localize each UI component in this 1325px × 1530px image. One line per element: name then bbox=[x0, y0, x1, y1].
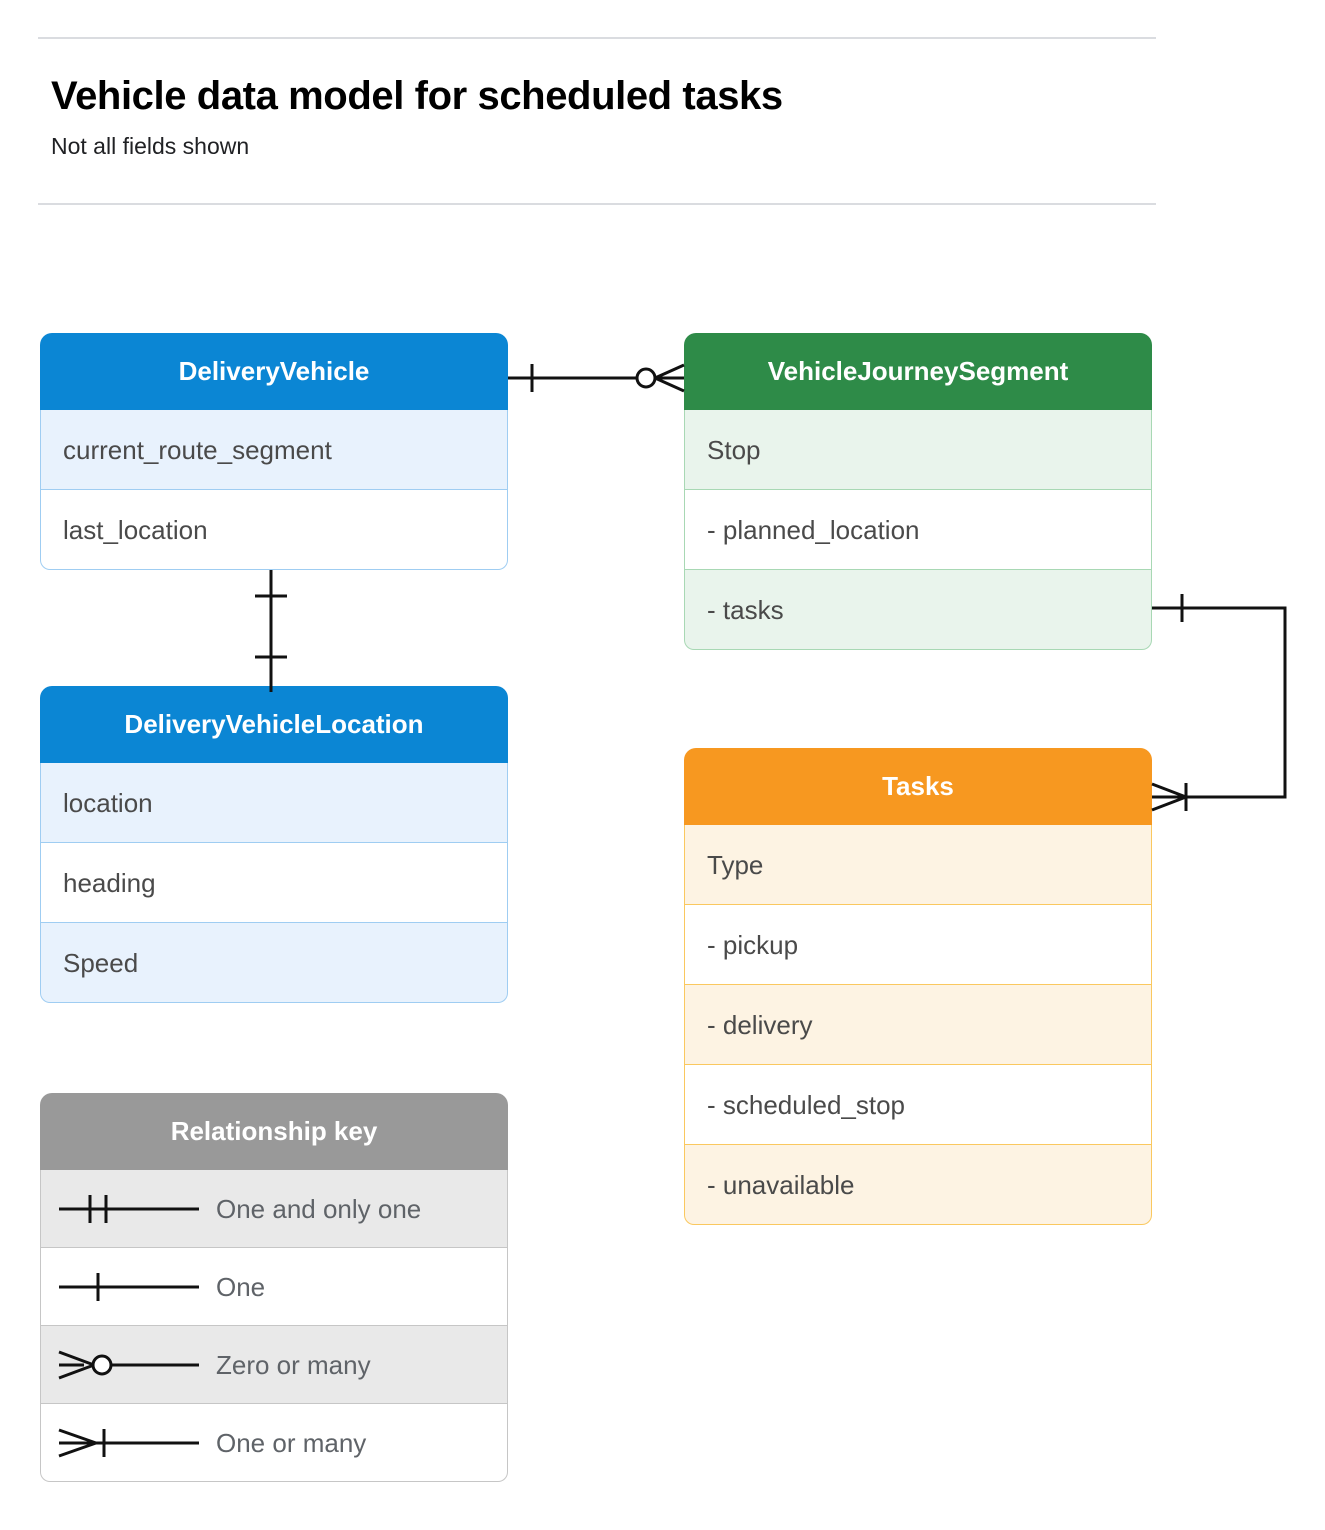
entity-field-row: - tasks bbox=[684, 570, 1152, 650]
connector-vehicle-to-journey-segment bbox=[508, 363, 685, 393]
legend-item-one: One bbox=[40, 1248, 508, 1326]
connector-vehicle-to-vehicle-location bbox=[255, 570, 287, 692]
legend-item-zero-or-many: Zero or many bbox=[40, 1326, 508, 1404]
entity-field-row: Speed bbox=[40, 923, 508, 1003]
entity-tasks[interactable]: Tasks Type - pickup - delivery - schedul… bbox=[684, 748, 1152, 1225]
entity-header-tasks: Tasks bbox=[684, 748, 1152, 825]
legend-item-label: One and only one bbox=[216, 1193, 422, 1224]
entity-vehicle-journey-segment[interactable]: VehicleJourneySegment Stop - planned_loc… bbox=[684, 333, 1152, 650]
legend-item-label: Zero or many bbox=[216, 1349, 371, 1380]
entity-header-delivery-vehicle: DeliveryVehicle bbox=[40, 333, 508, 410]
entity-field-row: - pickup bbox=[684, 905, 1152, 985]
legend-item-one-or-many: One or many bbox=[40, 1404, 508, 1482]
entity-field-row: - scheduled_stop bbox=[684, 1065, 1152, 1145]
legend-item-label: One bbox=[216, 1271, 266, 1302]
relationship-key-legend: Relationship key One and only one One bbox=[40, 1093, 508, 1482]
entity-header-delivery-vehicle-location: DeliveryVehicleLocation bbox=[40, 686, 508, 763]
entity-delivery-vehicle-location[interactable]: DeliveryVehicleLocation location heading… bbox=[40, 686, 508, 1003]
one-icon bbox=[41, 1267, 216, 1307]
legend-item-label: One or many bbox=[216, 1427, 367, 1458]
entity-field-row: - delivery bbox=[684, 985, 1152, 1065]
entity-field-row: - unavailable bbox=[684, 1145, 1152, 1225]
divider-bottom bbox=[38, 203, 1156, 205]
entity-field-row: heading bbox=[40, 843, 508, 923]
entity-field-row: - planned_location bbox=[684, 490, 1152, 570]
zero-or-many-icon bbox=[41, 1345, 216, 1385]
legend-item-one-and-only-one: One and only one bbox=[40, 1170, 508, 1248]
entity-delivery-vehicle[interactable]: DeliveryVehicle current_route_segment la… bbox=[40, 333, 508, 570]
entity-header-vehicle-journey-segment: VehicleJourneySegment bbox=[684, 333, 1152, 410]
entity-field-row: Type bbox=[684, 825, 1152, 905]
entity-field-row: last_location bbox=[40, 490, 508, 570]
divider-top bbox=[38, 37, 1156, 39]
page-title: Vehicle data model for scheduled tasks bbox=[51, 74, 783, 118]
entity-field-row: current_route_segment bbox=[40, 410, 508, 490]
entity-field-row: Stop bbox=[684, 410, 1152, 490]
one-or-many-icon bbox=[41, 1423, 216, 1463]
one-and-only-one-icon bbox=[41, 1189, 216, 1229]
entity-field-row: location bbox=[40, 763, 508, 843]
page-subtitle: Not all fields shown bbox=[51, 133, 250, 159]
connector-journey-segment-tasks-to-tasks bbox=[1151, 594, 1287, 812]
legend-title: Relationship key bbox=[40, 1093, 508, 1170]
